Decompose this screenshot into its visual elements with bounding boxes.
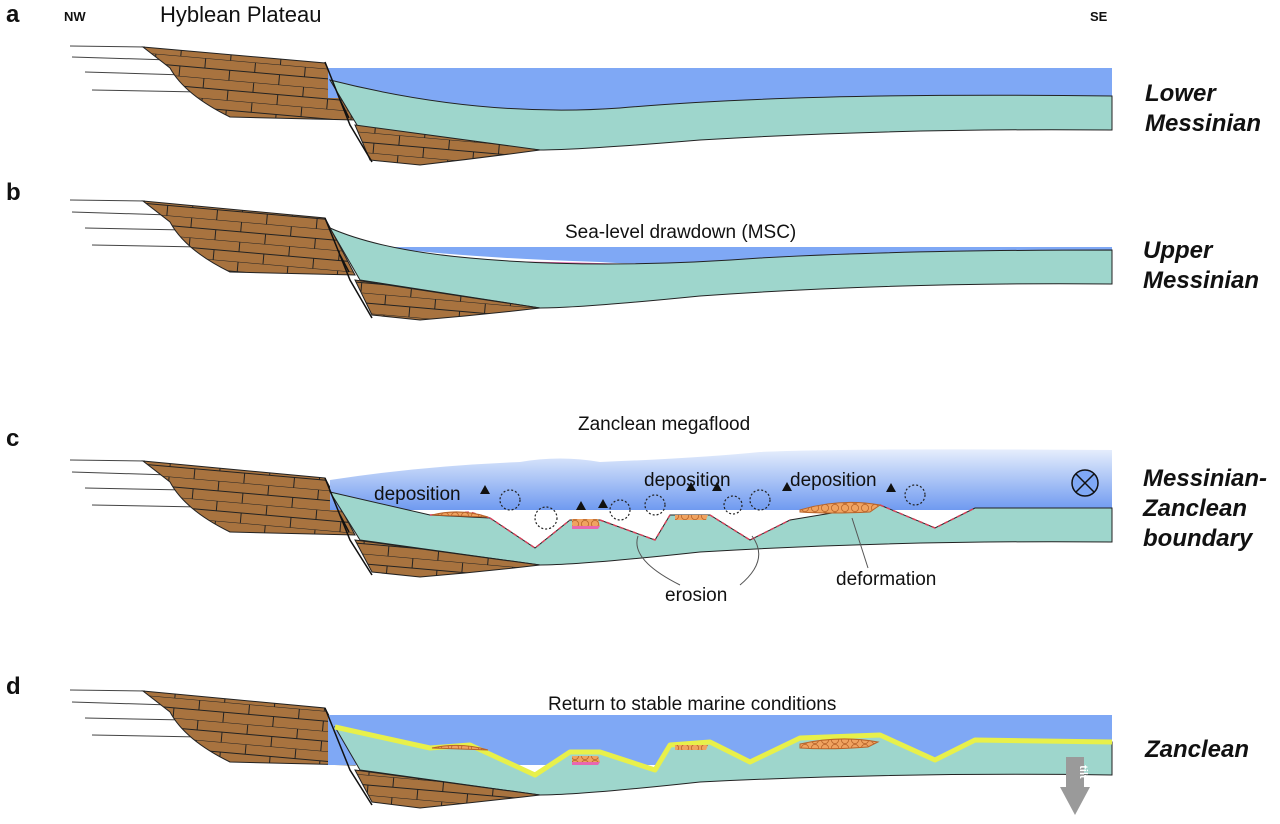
panel-d-label: d [6,673,21,700]
flow-into-page-icon [1071,469,1099,497]
panel-b-stage-2: Messinian [1143,267,1259,294]
deposit-1 [431,511,489,518]
deposition-label-3: deposition [790,470,877,491]
panel-a-label: a [6,1,20,28]
sediment-layer [328,226,1113,309]
limestone-plateau [141,690,356,766]
panel-c-label: c [6,425,19,452]
deposit-3 [675,515,708,520]
turbulence-vortices [499,484,926,530]
panel-b-caption: Sea-level drawdown (MSC) [565,222,796,243]
panel-a-stage-2: Messinian [1145,110,1261,137]
residual-sea [380,247,1112,264]
fault-line [324,61,373,163]
panel-d-stage: Zanclean [1144,736,1249,763]
panel-c-stage-3: boundary [1143,525,1254,552]
pliocene-drape [334,724,1113,778]
panel-a: Lower Messinian [69,45,1261,166]
panel-c-caption: Zanclean megaflood [578,414,750,435]
tilt-arrow-icon: tilt [1060,757,1090,815]
limestone-plateau [141,46,356,121]
deposition-label-2: deposition [644,470,731,491]
fault-line [324,477,373,576]
leader-lines [636,517,869,586]
sediment-layer [328,79,1113,151]
direction-se: SE [1090,9,1108,24]
deposit-1 [431,744,489,751]
panel-a-stage: Lower [1145,80,1217,107]
flow-arrows-icon [480,482,896,510]
deposit-3 [675,745,708,750]
direction-nw: NW [64,9,86,24]
limestone-plateau [141,200,356,276]
deformation-label: deformation [836,569,936,590]
location-title: Hyblean Plateau [160,2,321,27]
tilt-label: tilt [1077,765,1089,779]
erosion-label: erosion [665,585,727,606]
fault-arrow-icon [339,254,350,273]
erosion-surface [429,504,976,549]
deposit-2 [572,756,600,762]
panel-d: tilt Return to stable marine conditions … [69,689,1249,815]
deposit-4 [799,738,880,750]
deposition-label-1: deposition [374,484,461,505]
panel-c-stage-2: Zanclean [1142,495,1247,522]
limestone-plateau [141,460,356,536]
panel-b-label: b [6,179,21,206]
fault-line [324,707,373,806]
deposit-2 [572,519,600,526]
fault-arrow-icon [339,514,350,533]
panel-c: Zanclean megaflood deposition deposition… [69,414,1267,606]
panel-c-stage: Messinian- [1143,465,1267,492]
sediment-layer [328,491,1113,566]
fault-arrow-icon [339,99,350,119]
limestone-downthrown [354,124,541,166]
panel-b-stage: Upper [1143,237,1214,264]
megaflood-water [330,449,1112,510]
panel-b: Sea-level drawdown (MSC) Upper Messinian [69,199,1259,321]
deposit-4 [799,501,882,514]
fault-line [324,217,373,319]
strata-lines [69,45,201,93]
panel-d-caption: Return to stable marine conditions [548,694,836,715]
